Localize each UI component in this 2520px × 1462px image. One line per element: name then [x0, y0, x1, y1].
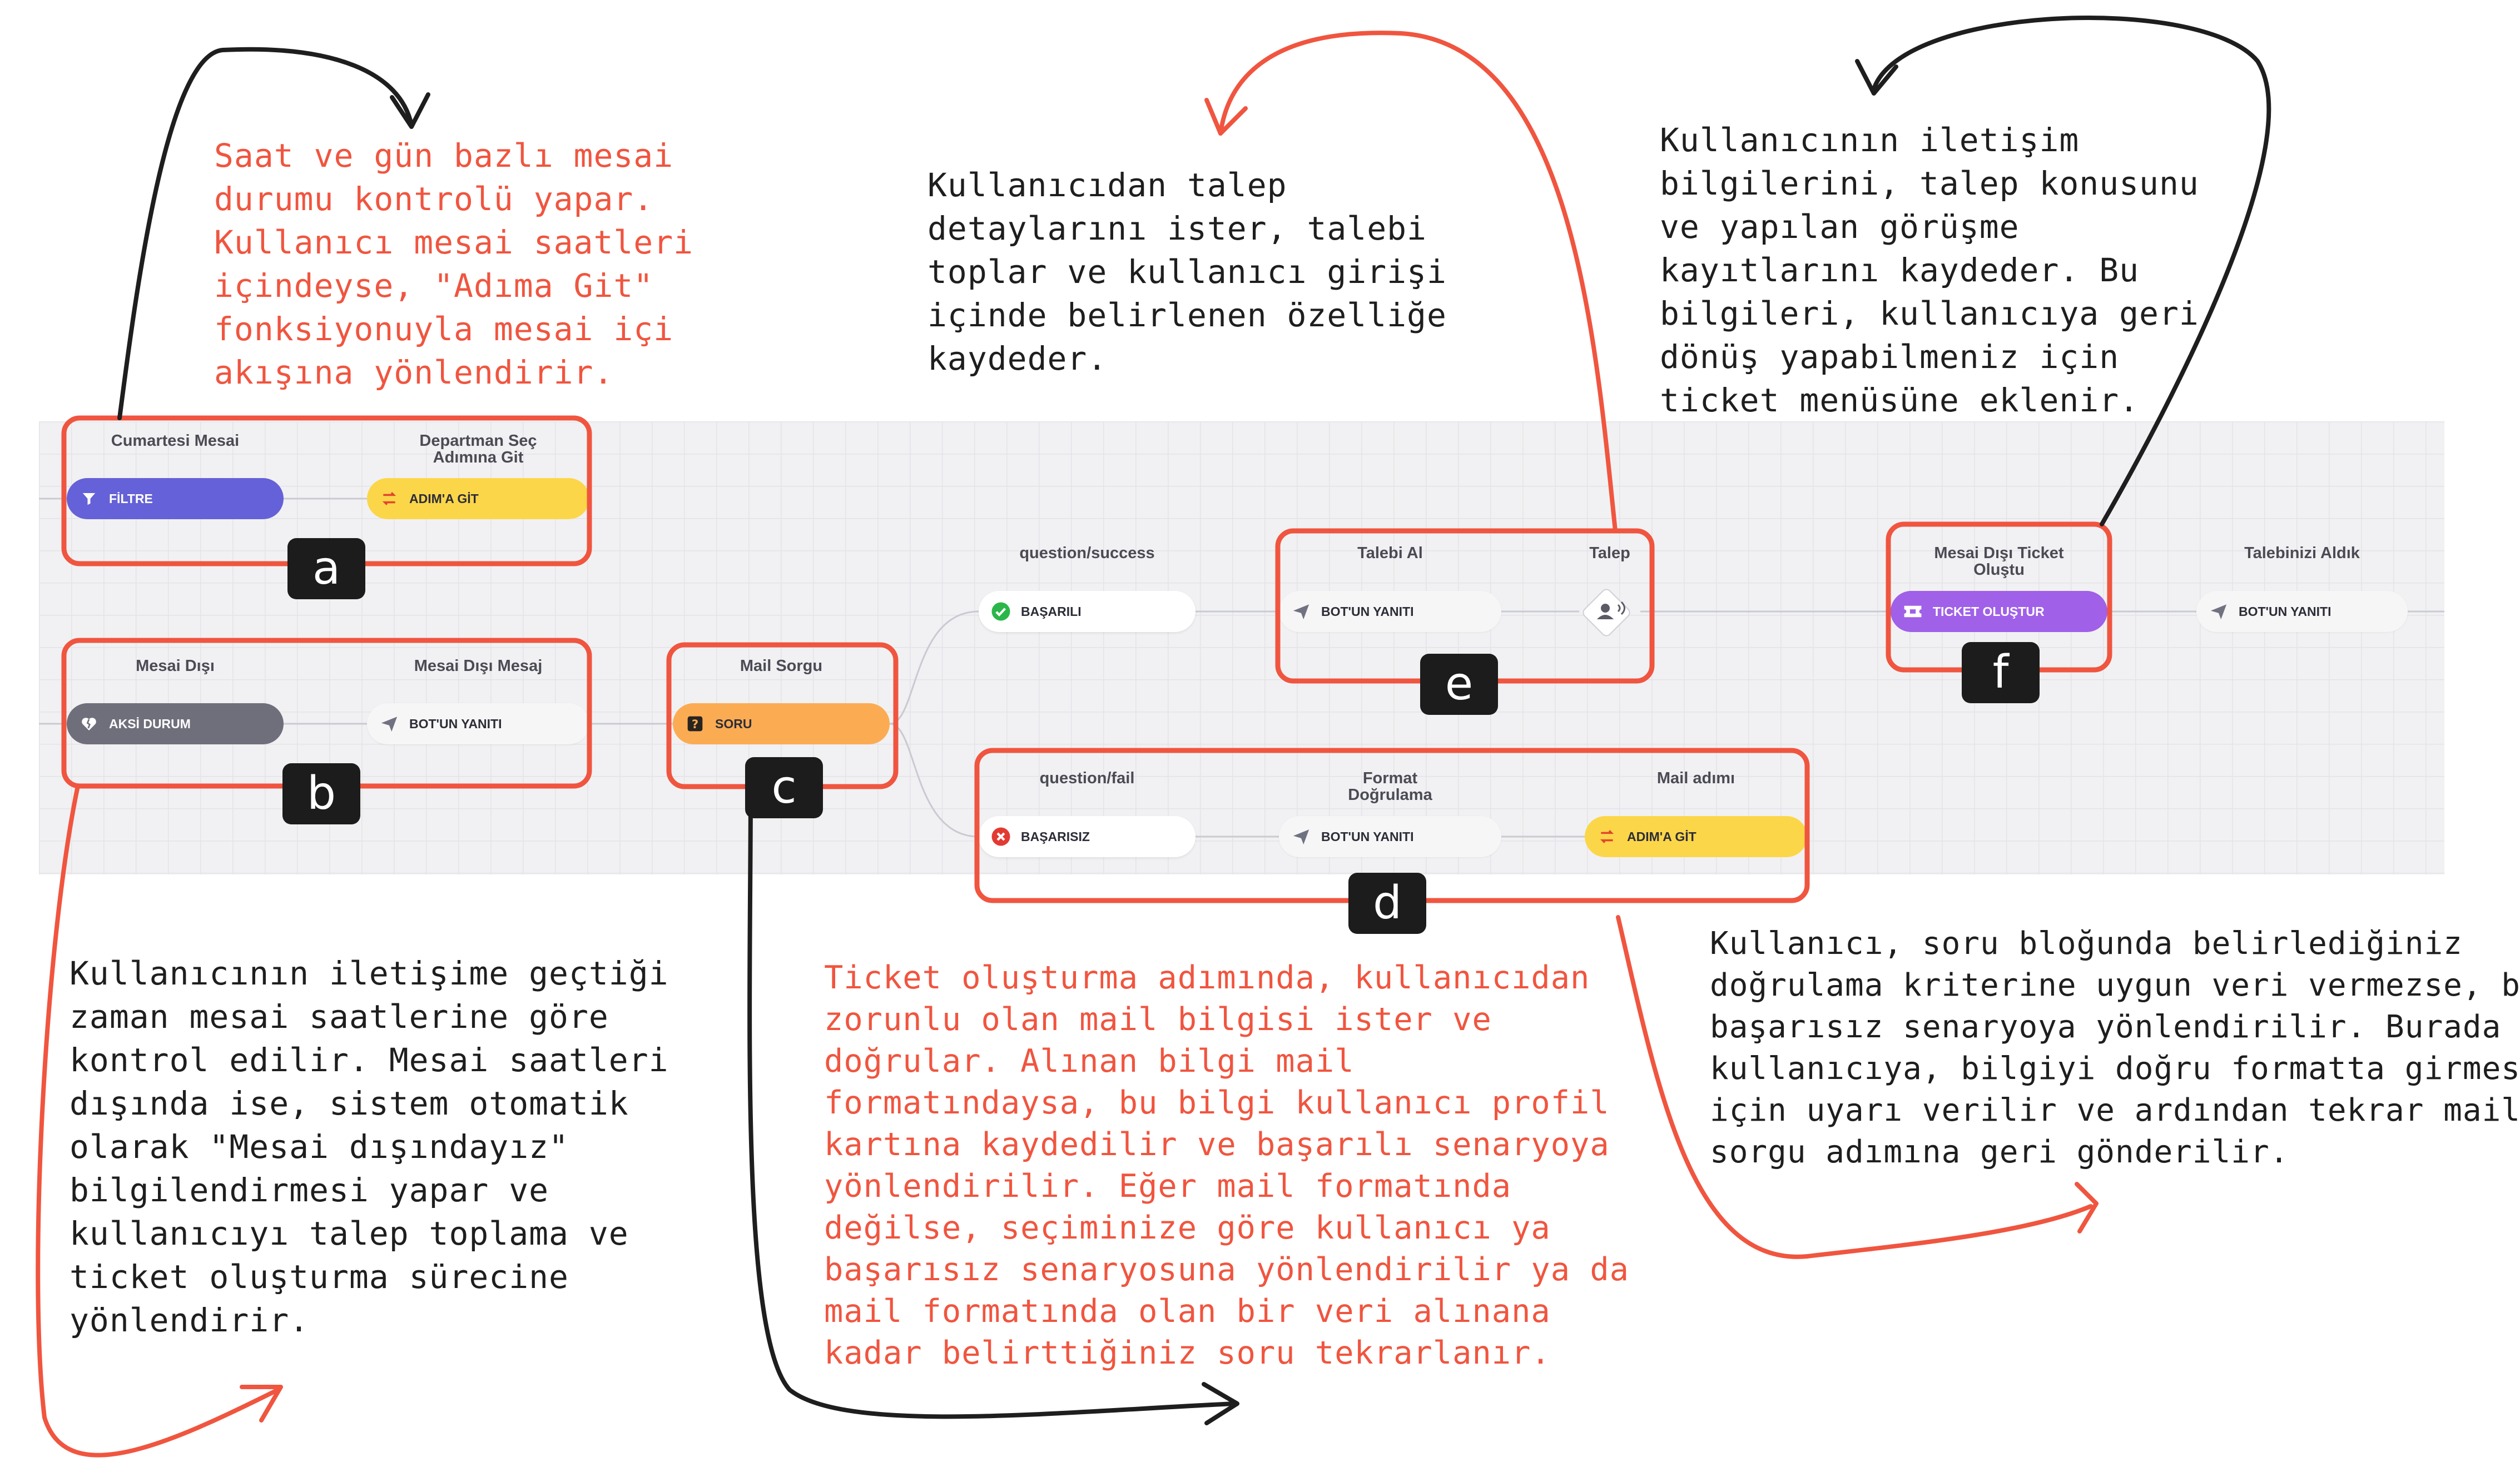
broken-heart-icon — [79, 714, 99, 734]
filter-node[interactable]: FİLTRE — [67, 478, 284, 519]
ticket-icon — [1903, 601, 1923, 621]
label-cumartesi-mesai: Cumartesi Mesai — [111, 432, 240, 450]
label-departman-sec: Departman Seç Adımına Git — [419, 432, 537, 466]
label-mail-adimi: Mail adımı — [1656, 769, 1735, 787]
note-a: Saat ve gün bazlı mesai durumu kontrolü … — [214, 137, 694, 391]
bot-reply-node-4[interactable]: BOT'UN YANITI — [2196, 591, 2408, 632]
go-to-step-node-2-label: ADIM'A GİT — [1627, 829, 1696, 844]
tag-b: b — [282, 763, 360, 824]
failure-node-label: BAŞARISIZ — [1021, 829, 1090, 844]
note-d: Kullanıcı, soru bloğunda belirlediğiniz … — [1710, 926, 2520, 1170]
tag-a: a — [287, 538, 365, 599]
note-e: Kullanıcıdan talep detaylarını ister, ta… — [927, 166, 1447, 377]
tag-d: d — [1348, 873, 1426, 934]
check-circle-icon — [991, 601, 1011, 621]
bot-reply-node-4-label: BOT'UN YANITI — [2239, 604, 2332, 619]
paper-plane-icon — [2209, 601, 2229, 621]
bot-reply-node-1-label: BOT'UN YANITI — [409, 716, 502, 731]
label-talebi-al: Talebi Al — [1357, 544, 1423, 562]
success-node[interactable]: BAŞARILI — [979, 591, 1195, 632]
paper-plane-icon — [1291, 601, 1311, 621]
success-node-label: BAŞARILI — [1021, 604, 1082, 619]
paper-plane-icon — [1291, 827, 1311, 847]
label-talep: Talep — [1589, 544, 1630, 562]
ticket-create-node[interactable]: TICKET OLUŞTUR — [1891, 591, 2107, 632]
note-f: Kullanıcının iletişim bilgilerini, talep… — [1660, 121, 2199, 419]
ticket-create-node-label: TICKET OLUŞTUR — [1933, 604, 2045, 619]
paper-plane-icon — [379, 714, 399, 734]
go-to-step-node-1[interactable]: ADIM'A GİT — [367, 478, 589, 519]
tag-c: c — [745, 757, 823, 818]
route-arrows-icon — [379, 489, 399, 509]
tag-f: f — [1962, 642, 2040, 703]
bot-reply-node-3-label: BOT'UN YANITI — [1321, 829, 1414, 844]
label-format-dogrulama: Format Doğrulama — [1348, 769, 1432, 804]
route-arrows-icon — [1597, 827, 1617, 847]
tag-e: e — [1420, 654, 1498, 715]
funnel-icon — [79, 489, 99, 509]
bot-reply-node-3[interactable]: BOT'UN YANITI — [1279, 816, 1501, 857]
label-talebiniz-aldik: Talebinizi Aldık — [2244, 544, 2360, 562]
bot-reply-node-2-label: BOT'UN YANITI — [1321, 604, 1414, 619]
question-node-label: SORU — [715, 716, 752, 731]
note-c: Ticket oluşturma adımında, kullanıcıdan … — [824, 959, 1629, 1371]
go-to-step-node-2[interactable]: ADIM'A GİT — [1585, 816, 1807, 857]
x-circle-icon — [991, 827, 1011, 847]
bot-reply-node-1[interactable]: BOT'UN YANITI — [367, 703, 589, 744]
label-mesai-disi-ticket: Mesai Dışı Ticket Oluştu — [1934, 544, 2064, 579]
failure-node[interactable]: BAŞARISIZ — [979, 816, 1195, 857]
note-b: Kullanıcının iletişime geçtiği zaman mes… — [70, 954, 669, 1339]
label-mesai-disi: Mesai Dışı — [136, 657, 215, 675]
bot-reply-node-2[interactable]: BOT'UN YANITI — [1279, 591, 1501, 632]
label-mail-sorgu: Mail Sorgu — [740, 657, 823, 675]
otherwise-node[interactable]: AKSİ DURUM — [67, 703, 284, 744]
label-question-success: question/success — [1019, 544, 1155, 562]
question-mark-icon: ? — [685, 714, 705, 734]
label-mesai-disi-mesaj: Mesai Dışı Mesaj — [414, 657, 543, 675]
label-question-fail: question/fail — [1039, 769, 1135, 787]
filter-node-label: FİLTRE — [109, 491, 153, 506]
svg-text:?: ? — [692, 718, 698, 732]
go-to-step-node-1-label: ADIM'A GİT — [409, 491, 479, 506]
otherwise-node-label: AKSİ DURUM — [109, 716, 191, 731]
question-node[interactable]: ? SORU — [673, 703, 890, 744]
